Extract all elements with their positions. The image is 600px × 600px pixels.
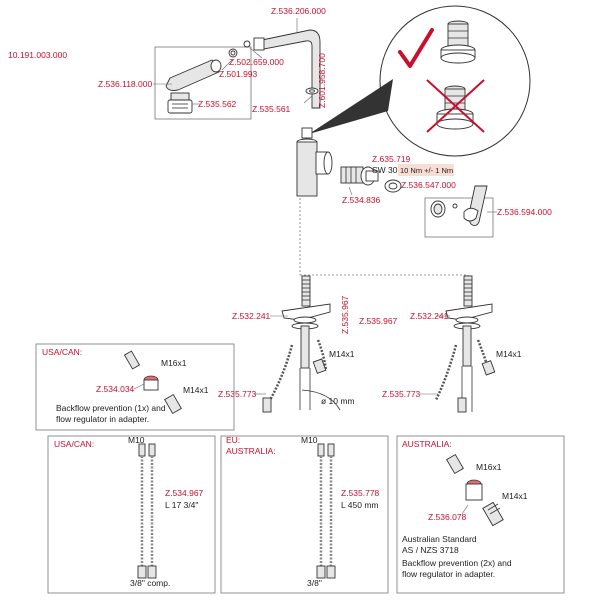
spout	[243, 29, 321, 109]
torque-value: 10 Nm +/- 1 Nm	[400, 166, 453, 175]
usa-hose-pair	[137, 443, 157, 579]
spout-screw-label: Z.601.958.700	[317, 53, 327, 108]
article-number: 10.191.003.000	[8, 50, 67, 60]
spout-aerator-label: Z.502.659.000	[229, 57, 284, 67]
eu-hose-region-2: AUSTRALIA:	[226, 446, 276, 456]
lever-set-label: Z.536.118.000	[98, 79, 152, 89]
left-thread-label: M14x1	[329, 349, 355, 359]
cartridge-label: Z.635.719	[372, 154, 411, 164]
wrench-size-label: SW 30	[372, 165, 398, 175]
usa-hose-region: USA/CAN:	[54, 439, 94, 449]
detail-circle	[379, 5, 531, 157]
right-mounting	[434, 275, 496, 413]
eu-hose-pair	[316, 443, 336, 579]
mixer-body	[296, 127, 333, 197]
au-adapter-frame	[396, 435, 565, 594]
right-hose-label: Z.535.773	[382, 389, 421, 399]
connector-detail	[309, 5, 531, 157]
lever-insert	[167, 92, 193, 114]
cross-icon	[426, 79, 485, 133]
connector-bad	[436, 85, 474, 130]
diameter-label: ø 10 mm	[321, 396, 355, 406]
au-adapter-thread-bottom: M14x1	[502, 491, 528, 501]
eu-hose-thread: M10	[301, 435, 318, 445]
au-adapter-note-1: Backflow prevention (2x) and	[402, 558, 512, 568]
usa-adapter-panel: USA/CAN: M16x1 M14x1 Z.534.034 Backflow …	[35, 343, 235, 431]
lever-insert-label: Z.535.562	[198, 99, 237, 109]
usa-adapter-part: Z.534.034	[96, 384, 135, 394]
left-mounting	[262, 275, 341, 413]
eu-hose-part: Z.535.778	[341, 488, 380, 498]
torque-badge	[398, 164, 454, 176]
usa-hose-panel: USA/CAN: M10 Z.534.967 L 17 3/4" 3/8" co…	[47, 435, 216, 594]
eu-hose-frame	[220, 435, 389, 594]
au-adapter-panel: AUSTRALIA: M16x1 M14x1 Z.536.078 Austral…	[396, 435, 565, 594]
lever-screw	[228, 48, 238, 58]
cartridge-nut	[384, 179, 402, 193]
usa-hose-length: L 17 3/4"	[165, 500, 198, 510]
usa-hose-connection: 3/8" comp.	[130, 578, 170, 588]
handle-set-frame	[424, 197, 494, 238]
cartridge	[340, 166, 379, 186]
eu-hose-connection: 3/8"	[307, 578, 322, 588]
usa-adapter-thread-bottom: M14x1	[183, 385, 209, 395]
usa-hose-frame	[47, 435, 216, 594]
au-adapter-thread-top: M16x1	[476, 462, 502, 472]
usa-hose-part: Z.534.967	[165, 488, 204, 498]
detail-pointer	[309, 79, 393, 134]
right-fix-label: Z.532.241	[410, 311, 449, 321]
usa-adapter-region: USA/CAN:	[42, 347, 82, 357]
usa-adapter-parts	[123, 350, 182, 415]
eu-hose-region-1: EU:	[226, 435, 240, 445]
usa-adapter-note-1: Backflow prevention (1x) and	[56, 403, 166, 413]
spout-body	[261, 29, 321, 109]
connector-good	[440, 20, 476, 64]
lever-group	[154, 46, 252, 120]
eu-hose-panel: EU: AUSTRALIA: M10 Z.535.778 L 450 mm 3/…	[220, 435, 389, 594]
handle-set-label: Z.536.594.000	[497, 207, 552, 217]
usa-hose-thread: M10	[128, 435, 145, 445]
au-adapter-std-2: AS / NZS 3718	[402, 545, 459, 555]
spout-label: Z.536.206.000	[271, 6, 326, 16]
au-adapter-note-2: flow regulator in adapter.	[402, 569, 495, 579]
eu-hose-length: L 450 mm	[341, 500, 378, 510]
usa-adapter-thread-top: M16x1	[161, 358, 187, 368]
washer-label: Z.535.561	[252, 104, 291, 114]
handle-set	[430, 185, 488, 227]
usa-adapter-note-2: flow regulator in adapter.	[56, 414, 149, 424]
left-fix-label: Z.532.241	[232, 311, 271, 321]
au-adapter-part: Z.536.078	[428, 512, 467, 522]
au-adapter-region: AUSTRALIA:	[402, 439, 452, 449]
check-icon	[398, 28, 434, 68]
nut-label: Z.536.547.000	[401, 180, 456, 190]
lever-screw-label: Z.501.993	[219, 69, 258, 79]
right-set-label: Z.535.967	[359, 316, 398, 326]
right-thread-label: M14x1	[496, 349, 522, 359]
washer	[305, 87, 319, 95]
au-adapter-parts	[446, 453, 504, 527]
left-hose-label: Z.535.773	[218, 389, 257, 399]
left-set-label: Z.535.967	[340, 295, 350, 334]
lever-hub	[210, 59, 222, 73]
insert-label: Z.534.836	[342, 195, 381, 205]
lever-group-frame	[154, 46, 252, 120]
au-adapter-std-1: Australian Standard	[402, 534, 477, 544]
usa-adapter-frame	[35, 343, 235, 431]
